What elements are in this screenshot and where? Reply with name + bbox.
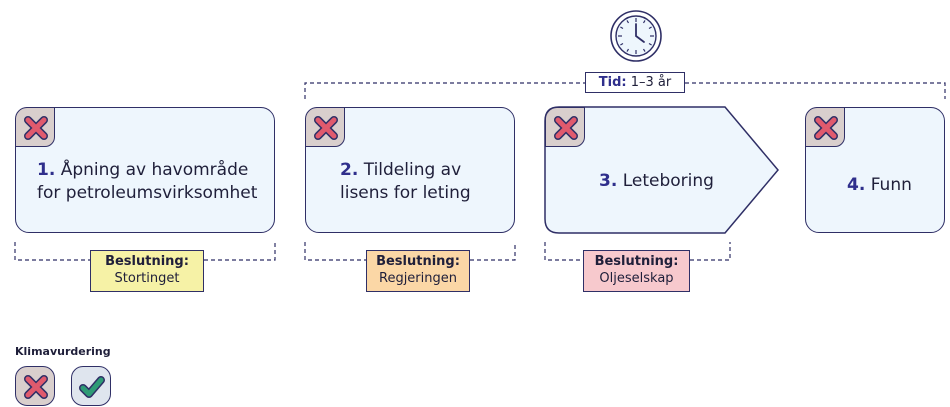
step-1-text-line2: for petroleumsvirksomhet [37, 183, 258, 203]
step-3-label: 3. Leteboring [599, 170, 759, 193]
step-4-x-badge [805, 107, 845, 147]
x-mark-icon [314, 116, 338, 140]
decision-bracket-2 [304, 242, 516, 261]
climate-assessment-title: Klimavurdering [15, 345, 111, 358]
decision-label-regjeringen: Beslutning: Regjeringen [366, 250, 470, 292]
time-label-title: Tid: [598, 75, 627, 90]
decision-3-value: Oljeselskap [599, 271, 674, 286]
decision-label-stortinget: Beslutning: Stortinget [90, 250, 204, 292]
check-mark-icon [79, 376, 105, 398]
step-1-number: 1. [37, 160, 56, 180]
x-mark-icon [814, 116, 838, 140]
step-4-text-line1: Funn [870, 175, 912, 195]
climate-check-badge [71, 366, 111, 406]
time-bracket [304, 82, 946, 99]
step-2-text-line1: Tildeling av [363, 160, 462, 180]
step-2-label: 2. Tildeling av lisens for leting [340, 159, 510, 205]
step-3-text-line1: Leteboring [622, 171, 714, 191]
time-label: Tid: 1–3 år [585, 72, 685, 93]
step-4-label: 4. Funn [847, 174, 942, 197]
step-2-text-line2: lisens for leting [340, 183, 471, 203]
step-2-number: 2. [340, 160, 359, 180]
decision-3-title: Beslutning: [594, 254, 679, 269]
x-mark-icon [24, 375, 48, 399]
decision-2-title: Beslutning: [376, 254, 460, 269]
time-label-value: 1–3 år [630, 75, 672, 90]
step-4-number: 4. [847, 175, 866, 195]
x-mark-icon [554, 116, 578, 140]
step-1-box [15, 107, 275, 233]
clock-icon [610, 10, 662, 62]
step-3-number: 3. [599, 171, 618, 191]
step-3-x-badge [545, 107, 585, 147]
decision-2-value: Regjeringen [379, 271, 457, 286]
step-1-label: 1. Åpning av havområde for petroleumsvir… [37, 159, 273, 205]
decision-1-value: Stortinget [114, 271, 180, 286]
step-4-box [805, 107, 945, 233]
step-1-x-badge [15, 107, 55, 147]
decision-bracket-3 [544, 242, 731, 261]
climate-x-badge [15, 366, 55, 406]
x-mark-icon [24, 116, 48, 140]
decision-1-title: Beslutning: [105, 254, 189, 269]
step-2-x-badge [305, 107, 345, 147]
decision-bracket-1 [14, 242, 276, 261]
decision-label-oljeselskap: Beslutning: Oljeselskap [583, 250, 690, 292]
step-1-text-line1: Åpning av havområde [60, 160, 249, 180]
